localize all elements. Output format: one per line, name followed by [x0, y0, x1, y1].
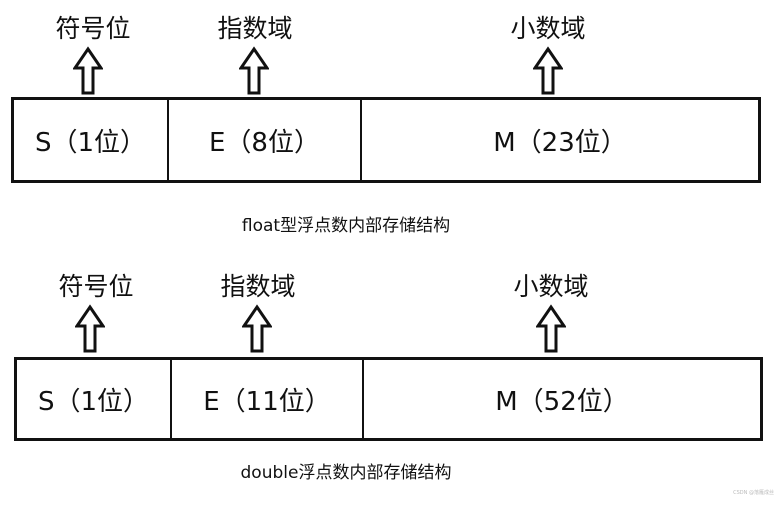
up-arrow-icon — [533, 46, 563, 96]
float-sign-label: 符号位 — [55, 14, 131, 43]
up-arrow-icon — [242, 304, 272, 354]
float-exponent-label: 指数域 — [217, 14, 293, 43]
up-arrow-icon — [73, 46, 103, 96]
double-exponent-label: 指数域 — [220, 272, 296, 301]
watermark: CSDN @落雁成丝 — [733, 490, 774, 496]
float-diagram: 符号位 指数域 小数域 S（1位） E（8位） M（23位） float型浮点数… — [0, 0, 780, 250]
up-arrow-icon — [536, 304, 566, 354]
float-bit-layout: S（1位） E（8位） M（23位） — [11, 97, 761, 183]
double-mantissa-cell: M（52位） — [362, 360, 760, 438]
float-exponent-cell: E（8位） — [167, 100, 360, 180]
float-mantissa-cell: M（23位） — [360, 100, 758, 180]
double-sign-cell: S（1位） — [37, 386, 150, 417]
float-caption: float型浮点数内部存储结构 — [241, 216, 451, 236]
double-diagram: 符号位 指数域 小数域 S（1位） E（11位） M（52位） double浮点… — [0, 258, 780, 508]
float-mantissa-label: 小数域 — [510, 14, 586, 43]
double-bit-layout: S（1位） E（11位） M（52位） — [14, 357, 763, 441]
up-arrow-icon — [239, 46, 269, 96]
double-sign-label: 符号位 — [58, 272, 134, 301]
double-caption: double浮点数内部存储结构 — [240, 463, 452, 483]
double-mantissa-label: 小数域 — [513, 272, 589, 301]
double-exponent-cell: E（11位） — [170, 360, 362, 438]
up-arrow-icon — [75, 304, 105, 354]
float-sign-cell: S（1位） — [34, 127, 147, 158]
